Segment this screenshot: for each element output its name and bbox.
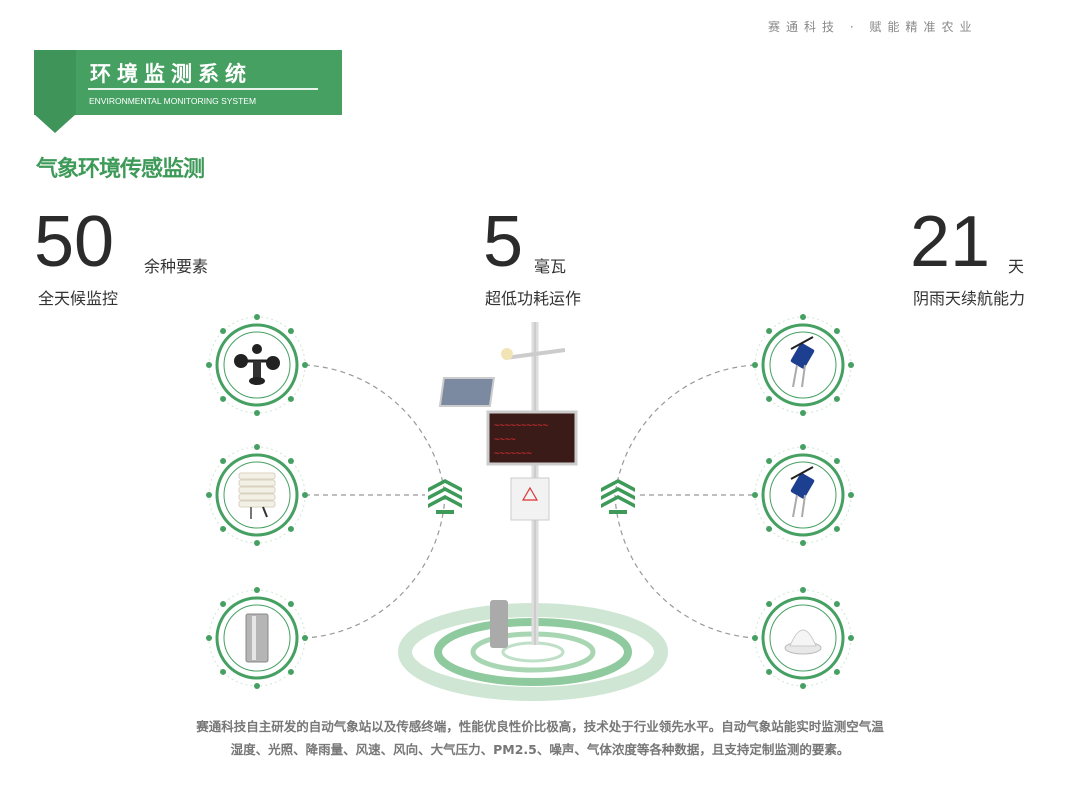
svg-text:~~~~: ~~~~ <box>494 435 516 445</box>
section-title: 气象环境传感监测 <box>36 157 205 182</box>
description-line-1: 赛通科技自主研发的自动气象站以及传感终端，性能优良性价比极高，技术处于行业领先水… <box>196 719 884 734</box>
orbit-dot <box>752 362 758 368</box>
orbit-dot <box>800 540 806 546</box>
banner-tip <box>34 114 76 133</box>
orbit-dot <box>833 601 840 608</box>
orbit-dot <box>254 410 260 416</box>
stat-value-power: 5 <box>483 202 524 282</box>
orbit-dot <box>287 525 294 532</box>
orbit-dot <box>766 601 773 608</box>
orbit-dot <box>800 314 806 320</box>
description-line-2: 湿度、光照、降雨量、风速、风向、大气压力、PM2.5、噪声、气体浓度等各种数据，… <box>230 742 850 757</box>
orbit-dot <box>752 492 758 498</box>
stat-caption-battery: 阴雨天续航能力 <box>913 289 1026 308</box>
orbit-dot <box>848 362 854 368</box>
stat-value-battery: 21 <box>910 202 991 282</box>
orbit-dot <box>254 587 260 593</box>
stat-caption-power: 超低功耗运作 <box>485 289 582 308</box>
orbit-dot <box>220 525 227 532</box>
orbit-dot <box>833 328 840 335</box>
orbit-dot <box>220 668 227 675</box>
orbit-dot <box>220 601 227 608</box>
sensor-circle-right-2 <box>752 444 854 546</box>
orbit-dot <box>302 635 308 641</box>
title-banner <box>34 50 342 115</box>
orbit-dot <box>848 635 854 641</box>
sensor-circle-right-1 <box>752 314 854 416</box>
orbit-dot <box>800 683 806 689</box>
orbit-dot <box>220 395 227 402</box>
orbit-dot <box>287 458 294 465</box>
orbit-dot <box>287 328 294 335</box>
stat-value-elements: 50 <box>34 202 115 282</box>
anemometer-icon <box>234 344 280 385</box>
banner-title: 环境监测系统 <box>90 62 252 86</box>
sensor-circle-left-2 <box>206 444 308 546</box>
stat-caption-elements: 全天候监控 <box>38 289 119 308</box>
svg-text:~~~~~~~~~~: ~~~~~~~~~~ <box>494 421 549 431</box>
orbit-dot <box>833 525 840 532</box>
signal-tree-icon-right <box>601 479 635 514</box>
orbit-dot <box>254 444 260 450</box>
sensor-circle-left-3 <box>206 587 308 689</box>
orbit-dot <box>766 668 773 675</box>
louver-box-icon <box>238 472 276 519</box>
orbit-dot <box>766 395 773 402</box>
right-dashed-arc <box>614 364 756 639</box>
weather-station-icon: ~~~~~~~~~~ ~~~~ ~~~~~~~ <box>438 322 578 648</box>
orbit-dot <box>848 492 854 498</box>
orbit-dot <box>302 362 308 368</box>
orbit-dot <box>800 444 806 450</box>
banner-divider <box>88 88 318 90</box>
sensor-circle-left-1 <box>206 314 308 416</box>
signal-tree-icon-left <box>428 479 462 514</box>
orbit-dot <box>287 395 294 402</box>
orbit-dot <box>302 492 308 498</box>
orbit-dot <box>752 635 758 641</box>
orbit-dot <box>220 328 227 335</box>
left-dashed-arc <box>304 364 446 639</box>
orbit-dot <box>220 458 227 465</box>
orbit-dot <box>206 362 212 368</box>
company-tagline: 赛通科技 · 赋能精准农业 <box>768 20 978 34</box>
soil-probe-icon <box>790 336 815 388</box>
orbit-dot <box>206 492 212 498</box>
orbit-dot <box>206 635 212 641</box>
orbit-dot <box>766 328 773 335</box>
stat-unit-power: 毫瓦 <box>534 257 567 276</box>
orbit-dot <box>766 525 773 532</box>
orbit-dot <box>287 601 294 608</box>
orbit-dot <box>254 540 260 546</box>
orbit-dot <box>254 683 260 689</box>
orbit-dot <box>833 395 840 402</box>
orbit-dot <box>833 668 840 675</box>
svg-text:~~~~~~~: ~~~~~~~ <box>494 449 533 459</box>
orbit-dot <box>800 410 806 416</box>
orbit-dot <box>833 458 840 465</box>
orbit-dot <box>766 458 773 465</box>
light-sensor-icon <box>784 629 822 655</box>
orbit-dot <box>287 668 294 675</box>
banner-subtitle: ENVIRONMENTAL MONITORING SYSTEM <box>89 96 257 106</box>
orbit-dot <box>254 314 260 320</box>
stat-unit-elements: 余种要素 <box>144 257 209 276</box>
orbit-dot <box>800 587 806 593</box>
sensor-circle-right-3 <box>752 587 854 689</box>
soil-probe-icon <box>790 466 815 518</box>
stat-unit-battery: 天 <box>1008 257 1025 276</box>
rain-gauge-icon <box>245 613 269 663</box>
